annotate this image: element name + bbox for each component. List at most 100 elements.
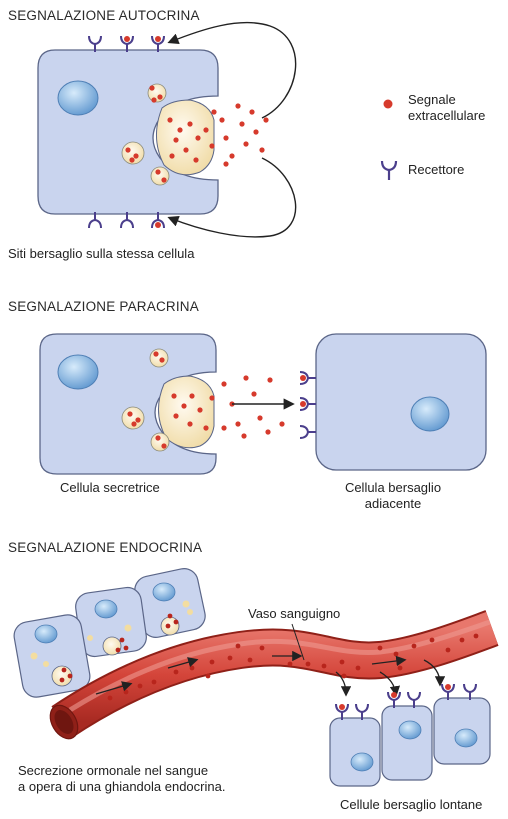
signal-molecule — [167, 117, 172, 122]
signal-molecule — [203, 127, 208, 132]
signal-molecule — [446, 648, 451, 653]
signal-molecule — [223, 161, 228, 166]
signal-molecule — [306, 662, 311, 667]
signal-molecule — [157, 94, 162, 99]
signal-molecule — [161, 443, 166, 448]
signal-molecule — [206, 674, 211, 679]
signal-molecule — [174, 670, 179, 675]
signal-molecule — [161, 177, 166, 182]
signal-molecule — [243, 141, 248, 146]
signal-molecule — [263, 117, 268, 122]
nucleus-icon — [153, 583, 175, 601]
signal-molecule — [195, 135, 200, 140]
signal-molecule — [223, 135, 228, 140]
signal-molecule — [124, 690, 129, 695]
signal-molecule — [187, 421, 192, 426]
signal-molecule — [356, 666, 361, 671]
signal-molecule — [138, 684, 143, 689]
signal-molecule — [197, 407, 202, 412]
nucleus-icon — [35, 625, 57, 643]
signal-molecule — [189, 393, 194, 398]
signal-molecule — [155, 435, 160, 440]
signal-molecule — [153, 351, 158, 356]
signal-molecule — [253, 129, 258, 134]
signal-molecule — [430, 638, 435, 643]
signal-molecule — [168, 614, 173, 619]
signal-molecule — [135, 417, 140, 422]
endocrine-target-cells — [330, 698, 490, 786]
signal-molecule — [155, 169, 160, 174]
signal-molecule — [149, 85, 154, 90]
signal-molecule — [378, 646, 383, 651]
signal-molecule — [249, 109, 254, 114]
signal-molecule — [229, 153, 234, 158]
signal-molecule — [171, 393, 176, 398]
receptor-legend-icon — [382, 161, 396, 180]
signal-molecule — [174, 620, 179, 625]
signal-molecule — [251, 391, 256, 396]
signal-molecule — [133, 153, 138, 158]
signal-molecule — [190, 666, 195, 671]
signal-molecule — [166, 624, 171, 629]
nucleus-icon — [95, 600, 117, 618]
nucleus-icon — [455, 729, 477, 747]
paracrine-secreting-cell — [40, 334, 216, 474]
signal-molecule — [394, 652, 399, 657]
signal-molecule — [203, 425, 208, 430]
autocrine-cell — [38, 50, 218, 214]
nucleus-icon — [58, 355, 98, 389]
signal-molecule — [243, 375, 248, 380]
signal-molecule — [127, 411, 132, 416]
signal-molecule — [228, 656, 233, 661]
signal-molecule — [209, 395, 214, 400]
signal-molecule — [129, 157, 134, 162]
signal-molecule — [398, 666, 403, 671]
receptor-icon — [300, 372, 316, 384]
signal-molecule — [187, 121, 192, 126]
signal-molecule — [257, 415, 262, 420]
vesicle-icon — [151, 433, 169, 451]
nucleus-icon — [411, 397, 449, 431]
signal-molecule — [108, 696, 113, 701]
signal-molecule — [152, 680, 157, 685]
signal-molecule — [288, 662, 293, 667]
signal-molecule — [120, 638, 125, 643]
signal-molecule — [181, 403, 186, 408]
nucleus-icon — [58, 81, 98, 115]
signal-molecule — [116, 648, 121, 653]
signal-molecule — [62, 668, 67, 673]
signal-molecule — [209, 143, 214, 148]
signal-molecule — [219, 117, 224, 122]
signal-molecule — [460, 638, 465, 643]
signal-molecule — [159, 357, 164, 362]
signal-molecule — [68, 674, 73, 679]
signal-molecule — [177, 127, 182, 132]
vesicle-icon — [151, 167, 169, 185]
signal-molecule — [239, 121, 244, 126]
nucleus-icon — [399, 721, 421, 739]
signal-molecule — [267, 377, 272, 382]
signal-molecule — [125, 147, 130, 152]
signal-molecule — [221, 425, 226, 430]
signal-molecule — [221, 381, 226, 386]
signal-molecule — [193, 157, 198, 162]
signal-molecule — [265, 429, 270, 434]
paracrine-target-cell — [316, 334, 486, 470]
signal-molecule — [260, 646, 265, 651]
signal-molecule — [412, 644, 417, 649]
signal-molecule — [235, 103, 240, 108]
signal-molecule — [211, 109, 216, 114]
signal-molecule — [151, 97, 156, 102]
signal-molecule — [60, 678, 65, 683]
signal-molecule — [248, 658, 253, 663]
receptor-icon — [300, 426, 316, 438]
signal-molecule — [235, 421, 240, 426]
nucleus-icon — [351, 753, 373, 771]
signal-dot-icon — [384, 100, 393, 109]
signal-molecule — [210, 660, 215, 665]
signal-molecule — [241, 433, 246, 438]
receptor-icon — [300, 398, 316, 410]
signal-molecule — [131, 421, 136, 426]
signal-molecule — [124, 646, 129, 651]
signal-molecule — [236, 644, 241, 649]
